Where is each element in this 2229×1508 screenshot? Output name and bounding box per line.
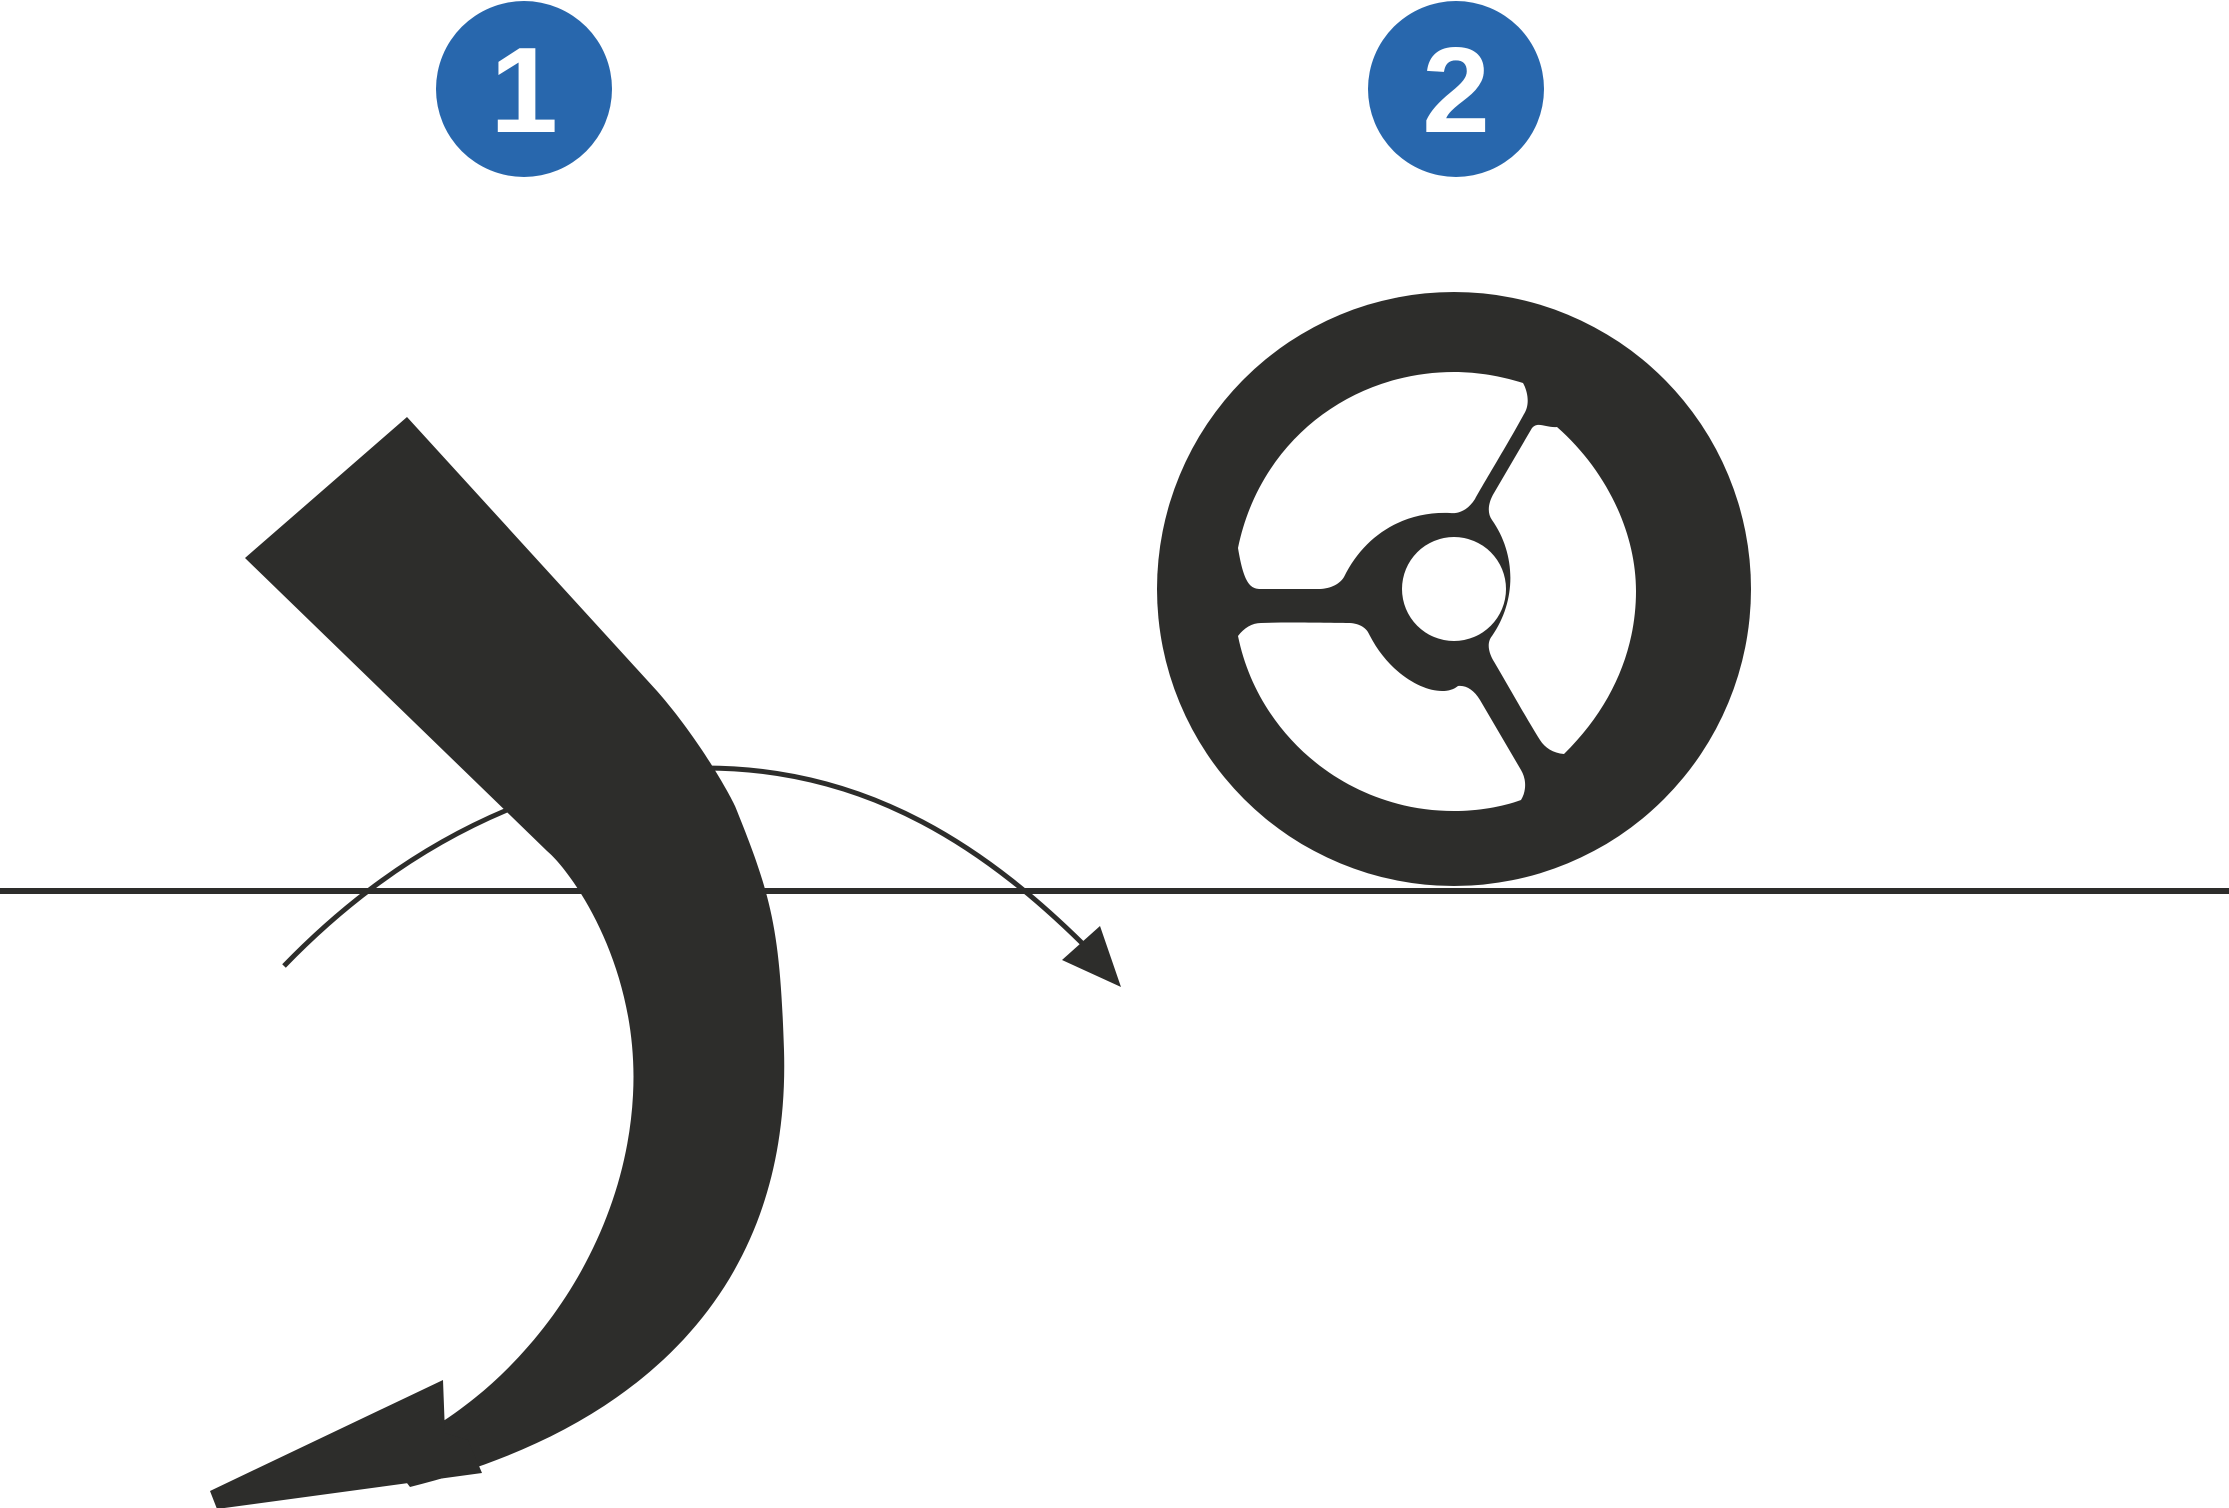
wheel-gap-lower-left bbox=[1238, 622, 1526, 811]
steering-wheel-icon bbox=[1157, 292, 1751, 886]
wheel-hub bbox=[1402, 537, 1506, 641]
curved-turn-arrow-icon bbox=[210, 417, 785, 1508]
wheel-gap-right bbox=[1488, 424, 1636, 754]
step-1-number: 1 bbox=[490, 22, 558, 158]
wheel-gap-upper-left bbox=[1238, 372, 1528, 589]
step-2-number: 2 bbox=[1422, 22, 1490, 158]
step-2-badge: 2 bbox=[1368, 1, 1544, 177]
step-1-badge: 1 bbox=[436, 1, 612, 177]
